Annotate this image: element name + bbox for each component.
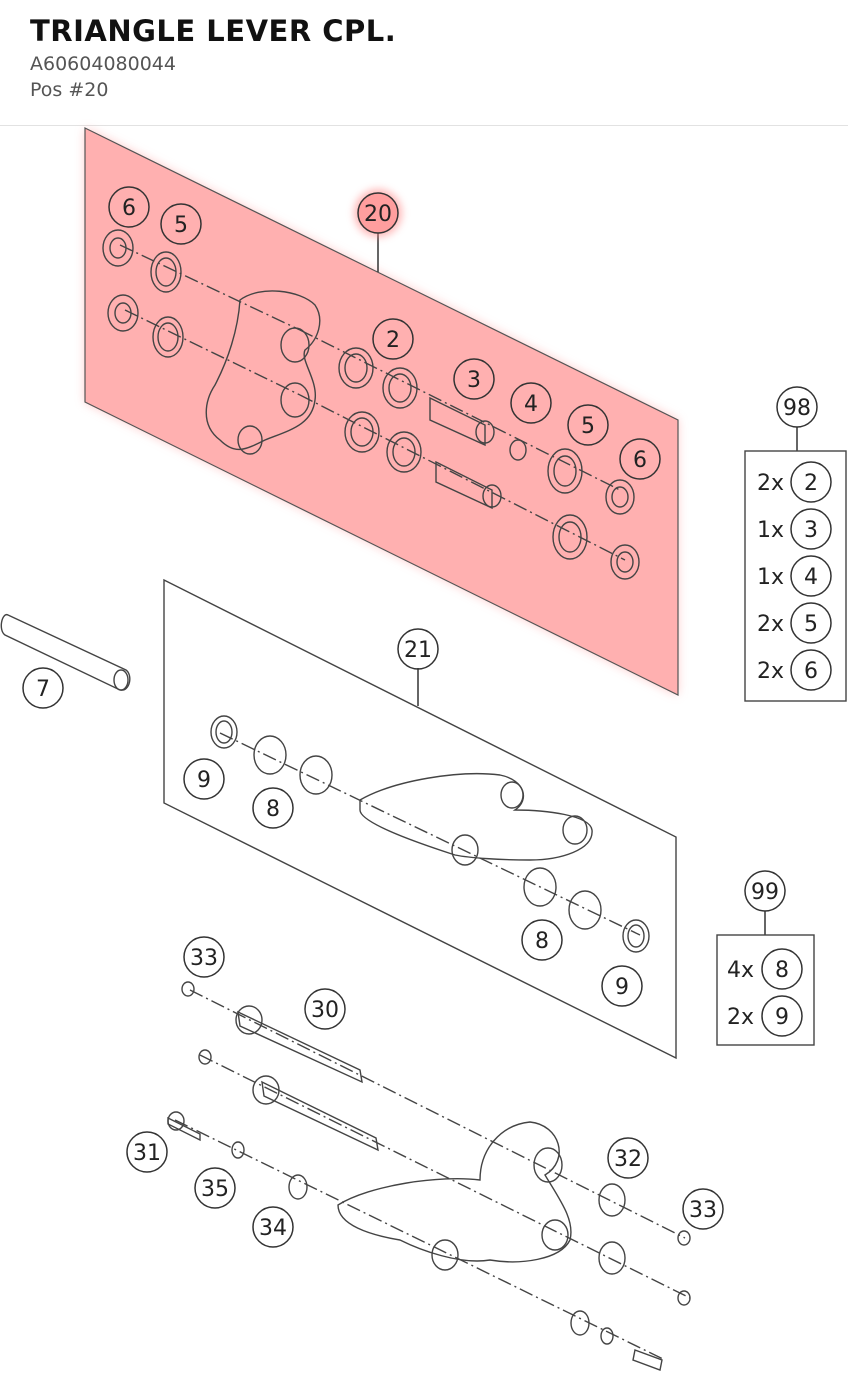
callout-c32[interactable]: 32	[607, 1137, 649, 1179]
kit-99-row: 4x 8	[727, 948, 803, 990]
callout-c4[interactable]: 4	[510, 382, 552, 424]
callout-label: 99	[751, 880, 779, 905]
callout-label: 21	[404, 638, 432, 663]
kit-99-row: 2x 9	[727, 995, 803, 1037]
kit-part-label: 2	[804, 471, 818, 496]
kit-part-label: 8	[775, 958, 789, 983]
kit-98-row: 1x 4	[757, 555, 832, 597]
callout-label: 3	[467, 368, 481, 393]
callout-c98[interactable]: 98	[776, 386, 818, 428]
callout-c30[interactable]: 30	[304, 988, 346, 1030]
part-number: A60604080044	[30, 53, 176, 75]
callout-label: 31	[133, 1141, 161, 1166]
callout-c5b[interactable]: 5	[567, 404, 609, 446]
kit-qty: 2x	[757, 612, 784, 637]
callout-c6a[interactable]: 6	[108, 186, 150, 228]
kit-qty: 2x	[727, 1005, 754, 1030]
kit-part-label: 3	[804, 518, 818, 543]
kit-qty: 2x	[757, 471, 784, 496]
callout-c2[interactable]: 2	[372, 318, 414, 360]
kit-part-label: 4	[804, 565, 818, 590]
kit-98-row: 2x 5	[757, 602, 832, 644]
callout-label: 32	[614, 1147, 642, 1172]
assembly-21[interactable]	[163, 578, 677, 1060]
kit-part-label: 9	[775, 1005, 789, 1030]
kit-98-row: 2x 2	[757, 461, 832, 503]
callout-c21[interactable]: 21	[397, 628, 439, 670]
callout-c35[interactable]: 35	[194, 1167, 236, 1209]
callout-label: 9	[197, 768, 211, 793]
pin-7[interactable]	[0, 614, 131, 691]
callout-c6b[interactable]: 6	[619, 438, 661, 480]
callout-label: 9	[615, 975, 629, 1000]
callout-label: 8	[266, 797, 280, 822]
position-label: Pos #20	[30, 79, 109, 101]
callout-c3[interactable]: 3	[453, 358, 495, 400]
callout-c7[interactable]: 7	[22, 667, 64, 709]
callout-c20[interactable]: 20	[357, 192, 399, 234]
kit-part-label: 5	[804, 612, 818, 637]
kit-qty: 4x	[727, 958, 754, 983]
callout-c34[interactable]: 34	[252, 1206, 294, 1248]
callout-c33b[interactable]: 33	[682, 1188, 724, 1230]
callout-label: 33	[190, 946, 218, 971]
callout-label: 2	[386, 328, 400, 353]
callout-label: 35	[201, 1177, 229, 1202]
callout-label: 5	[174, 213, 188, 238]
callout-c9a[interactable]: 9	[183, 758, 225, 800]
callout-c31[interactable]: 31	[126, 1131, 168, 1173]
header: TRIANGLE LEVER CPL. A60604080044 Pos #20	[0, 0, 848, 126]
callout-label: 4	[524, 392, 538, 417]
callout-label: 6	[122, 196, 136, 221]
kit-98-row: 1x 3	[757, 508, 832, 550]
kit-99-box[interactable]	[716, 911, 815, 1046]
page-title: TRIANGLE LEVER CPL.	[30, 14, 397, 48]
callout-label: 33	[689, 1198, 717, 1223]
callout-c8a[interactable]: 8	[252, 787, 294, 829]
lower-assembly[interactable]	[167, 981, 691, 1371]
callout-label: 8	[535, 929, 549, 954]
callout-label: 6	[633, 448, 647, 473]
callout-c33a[interactable]: 33	[183, 936, 225, 978]
callout-label: 5	[581, 414, 595, 439]
callout-label: 30	[311, 998, 339, 1023]
callout-label: 98	[783, 396, 811, 421]
callout-label: 34	[259, 1216, 287, 1241]
kit-98-row: 2x 6	[757, 649, 832, 691]
callout-label: 20	[364, 202, 392, 227]
kit-qty: 2x	[757, 659, 784, 684]
callout-c9b[interactable]: 9	[601, 965, 643, 1007]
kit-qty: 1x	[757, 518, 784, 543]
callout-c5a[interactable]: 5	[160, 203, 202, 245]
kit-qty: 1x	[757, 565, 784, 590]
assembly-20-highlight[interactable]	[84, 127, 679, 696]
callout-c8b[interactable]: 8	[521, 919, 563, 961]
callout-c99[interactable]: 99	[744, 870, 786, 912]
assembly-20-parts	[102, 229, 640, 580]
callout-label: 7	[36, 677, 50, 702]
kit-98-box[interactable]	[744, 427, 847, 702]
kit-part-label: 6	[804, 659, 818, 684]
